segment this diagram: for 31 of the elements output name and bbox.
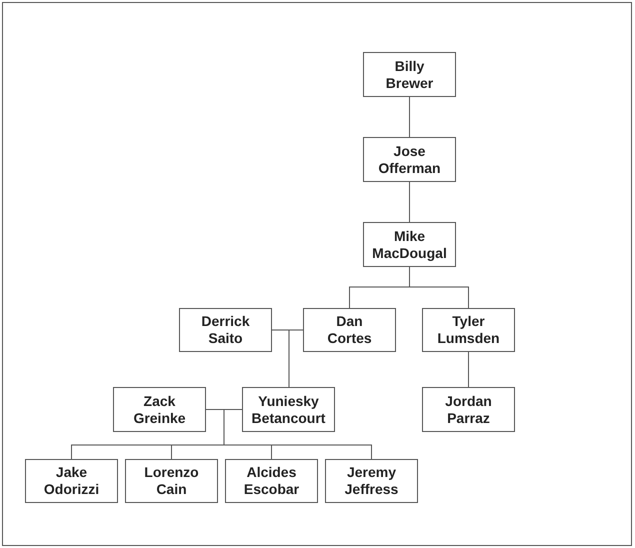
person-name: Zack Greinke (133, 392, 186, 426)
connector-line (409, 266, 469, 308)
name-box (113, 387, 206, 432)
person-name: Tyler Lumsden (437, 313, 500, 347)
name-box (422, 387, 515, 432)
person-name: Yuniesky Betancourt (252, 392, 326, 426)
person-name: Alcides Escobar (244, 464, 300, 498)
name-box (179, 308, 272, 352)
name-box (363, 52, 456, 97)
name-box (325, 459, 418, 503)
person-name: Derrick Saito (201, 313, 250, 347)
person-name: Jose Offerman (378, 142, 441, 176)
name-box (242, 387, 335, 432)
name-box (125, 459, 218, 503)
person-name: Jake Odorizzi (44, 464, 100, 498)
connector-line (468, 352, 469, 388)
connector-line (409, 96, 410, 138)
name-box (422, 308, 515, 352)
person-name: Jordan Parraz (445, 392, 492, 426)
person-name: Jeremy Jeffress (344, 464, 398, 498)
connector-line (409, 182, 410, 222)
name-box (225, 459, 318, 503)
person-name: Billy Brewer (386, 58, 434, 92)
name-box (303, 308, 396, 352)
person-name: Lorenzo Cain (144, 464, 199, 498)
person-name: Mike MacDougal (372, 228, 447, 262)
name-box (363, 222, 456, 267)
name-box (25, 459, 118, 503)
name-box (363, 137, 456, 182)
person-name: Dan Cortes (327, 313, 372, 347)
connector-line (288, 330, 304, 388)
